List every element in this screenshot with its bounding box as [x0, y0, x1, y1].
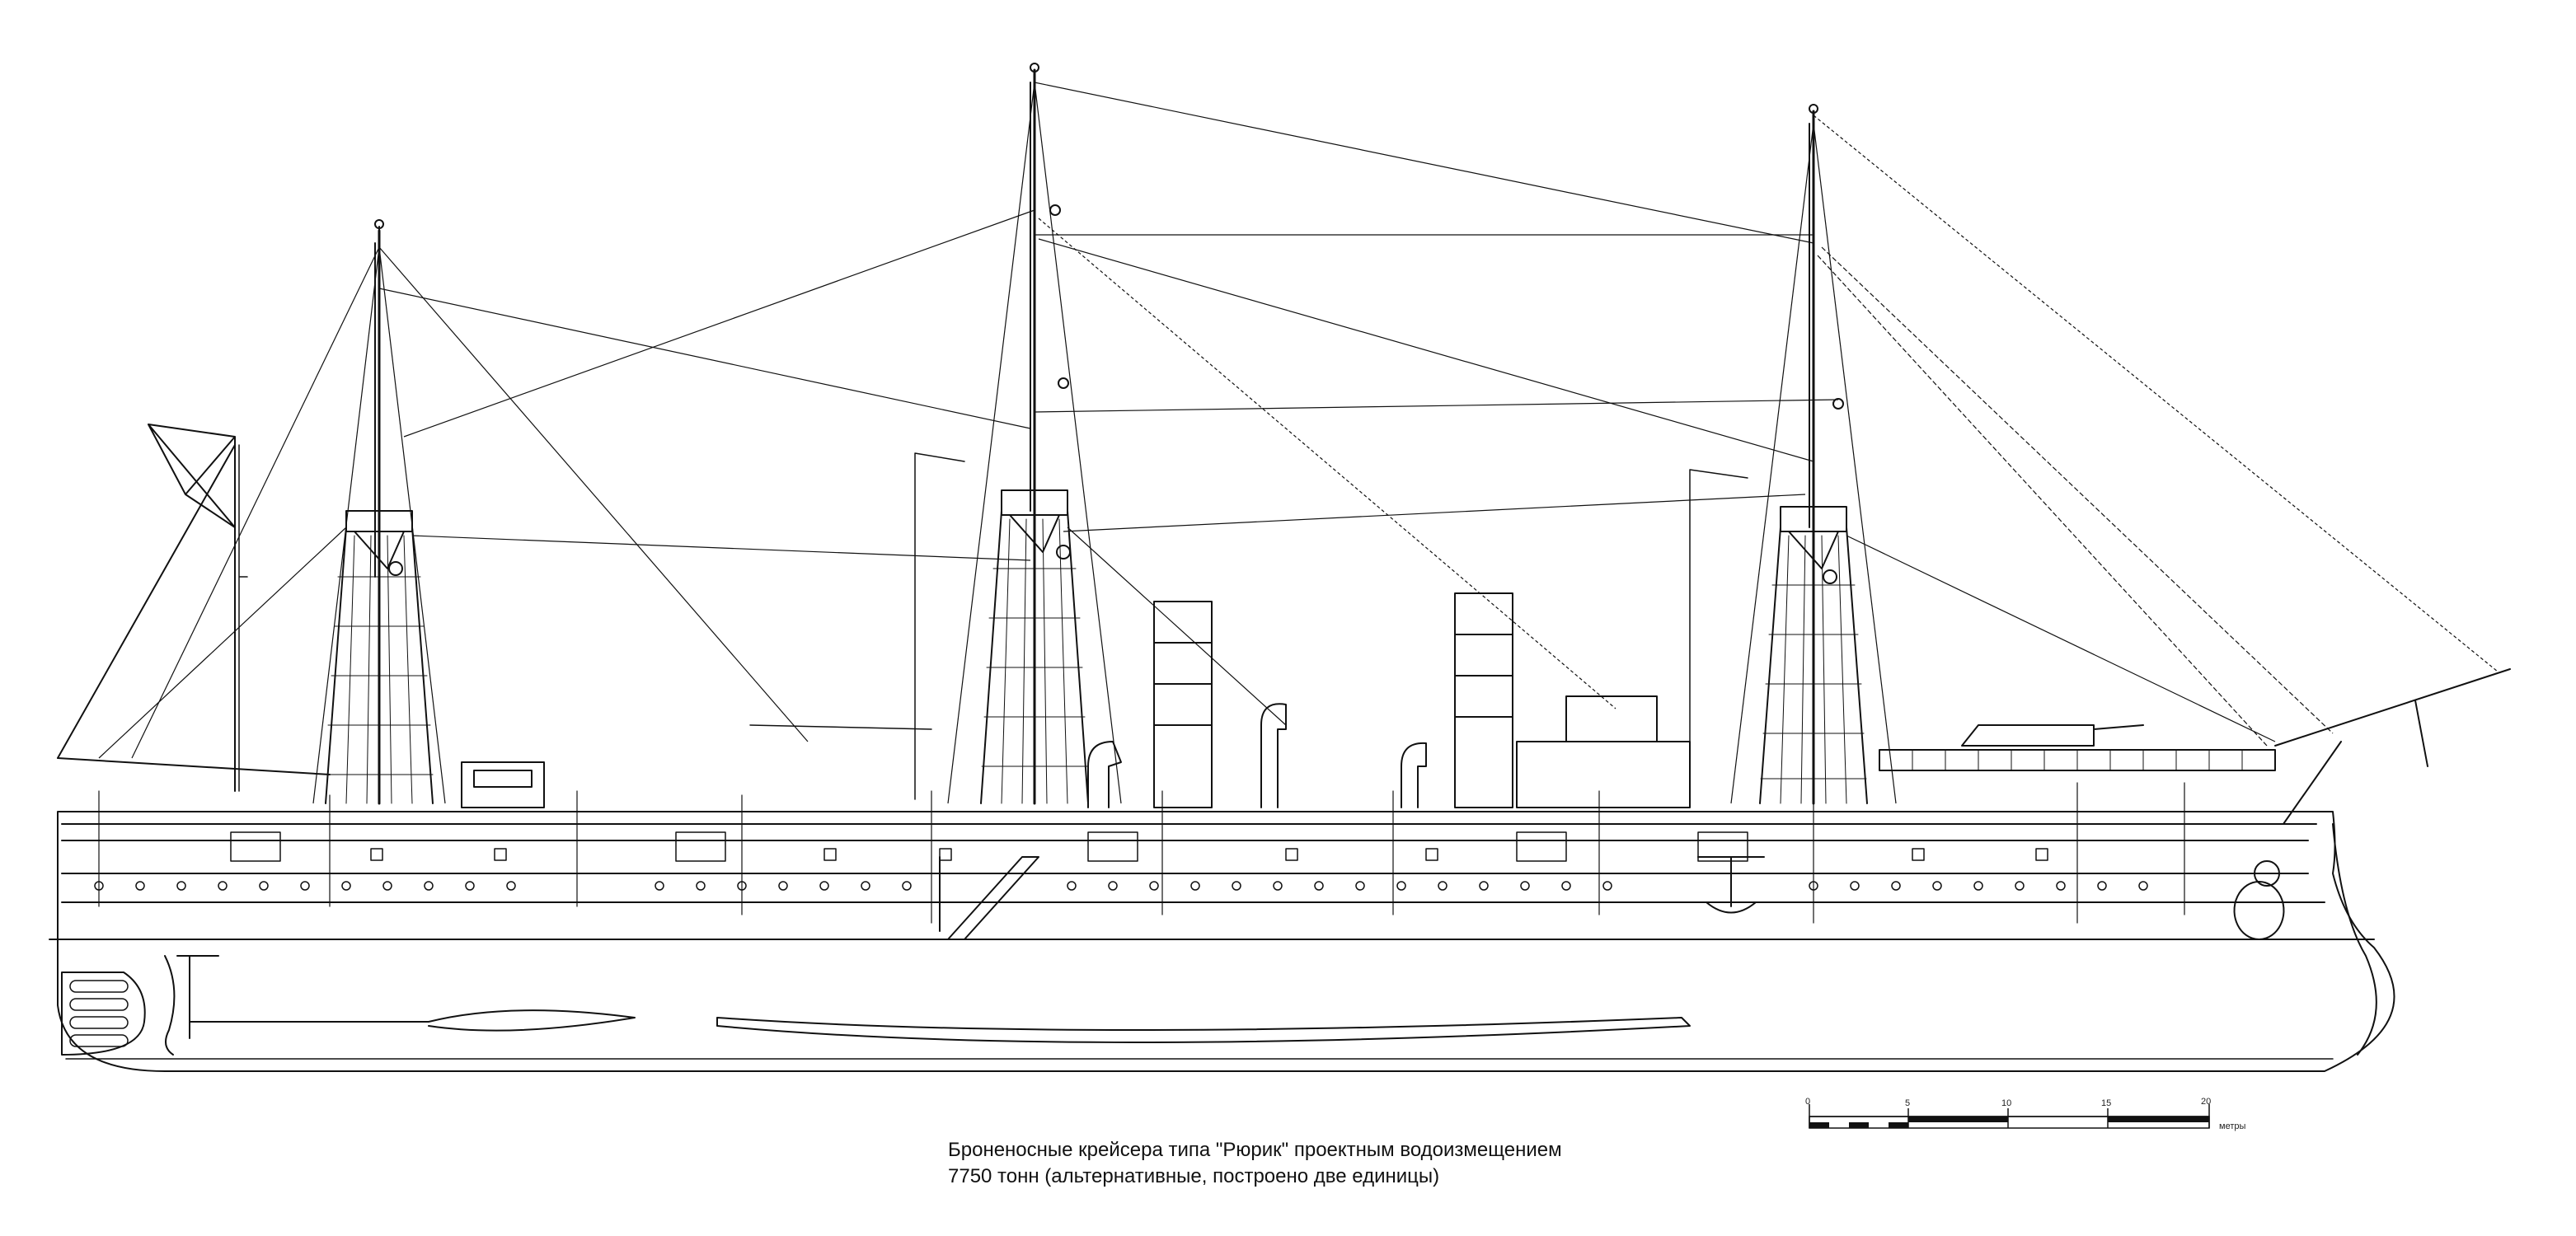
scale-tick-0: 0 — [1805, 1097, 1810, 1107]
hull-outline — [57, 811, 2395, 1072]
scale-tick-15: 15 — [2101, 1098, 2111, 1108]
scale-tick-20: 20 — [2201, 1097, 2211, 1107]
fore-mast — [1759, 104, 1868, 805]
scale-unit: метры — [2219, 1121, 2245, 1131]
accommodation-ladder — [947, 856, 1039, 940]
main-mast — [980, 63, 1089, 805]
propeller — [164, 955, 176, 1056]
midship-deckhouse — [1516, 741, 1691, 808]
rudder-frames — [69, 980, 129, 1047]
rigging — [98, 82, 2499, 804]
caption-line-1: Броненосные крейсера типа "Рюрик" проект… — [948, 1139, 1562, 1161]
stem — [2332, 823, 2377, 1056]
bulwark-stanchions — [98, 782, 2185, 924]
anchor — [1697, 856, 1765, 914]
bow-gun — [1961, 724, 2144, 747]
hawse-pipe — [2233, 881, 2285, 940]
shaft-bracket — [189, 1009, 636, 1032]
derricks — [238, 444, 1748, 800]
aft-deckhouse — [461, 761, 545, 808]
mizzen-mast — [325, 219, 434, 805]
scale-bar: 0 5 10 15 20 метры — [1805, 1097, 2245, 1131]
drawing-caption: Броненосные крейсера типа "Рюрик" проект… — [948, 1137, 1690, 1190]
bowsprit — [2274, 668, 2511, 747]
funnel-1 — [1153, 601, 1213, 808]
bilge-keel — [716, 1017, 1691, 1043]
gun-ports — [230, 831, 2048, 862]
ensign — [148, 424, 236, 528]
scale-tick-10: 10 — [2001, 1098, 2011, 1108]
funnel-2 — [1454, 592, 1513, 808]
scale-tick-5: 5 — [1905, 1098, 1910, 1108]
caption-line-2: 7750 тонн (альтернативные, построено две… — [948, 1165, 1440, 1187]
ventilators — [1087, 703, 1427, 808]
portholes-upper — [94, 881, 2148, 891]
rudder — [61, 971, 146, 1056]
